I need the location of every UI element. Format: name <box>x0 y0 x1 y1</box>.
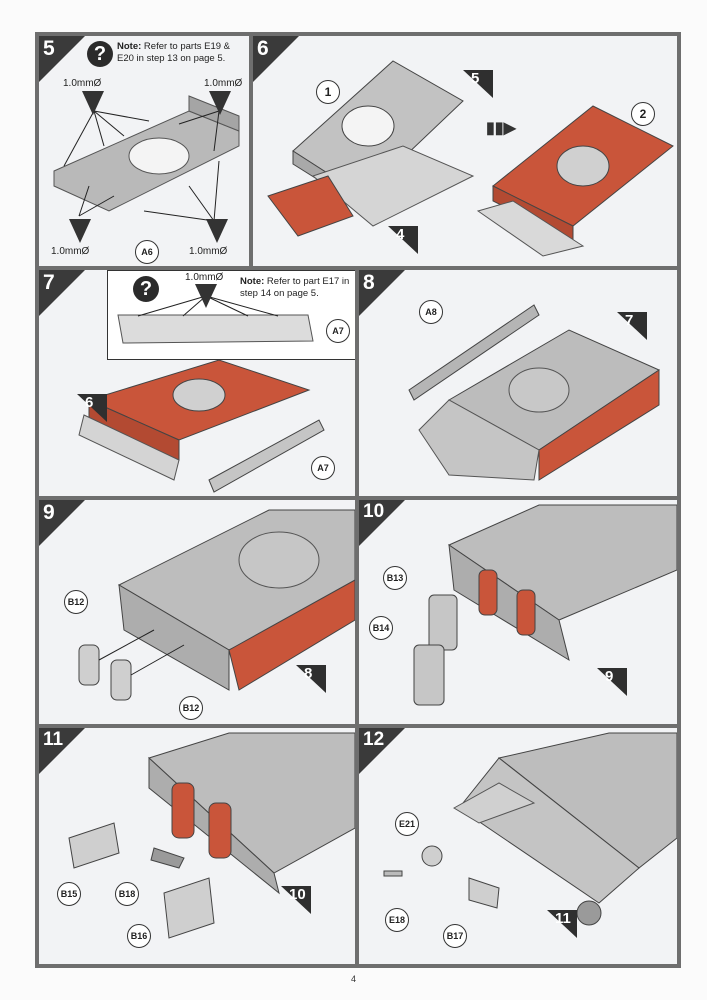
part-callout: A8 <box>419 300 443 324</box>
drill-icon <box>209 91 231 115</box>
ref-step-marker: 6 <box>77 394 107 422</box>
step-note: Note: Refer to parts E19 & E20 in step 1… <box>117 41 230 64</box>
hull-assembly-drawing <box>267 60 674 257</box>
step-badge <box>39 728 85 774</box>
part-callout: A7 <box>326 319 350 343</box>
hull-exhaust-drawing <box>413 504 677 706</box>
step-9-panel: 9 B12 B12 8 <box>39 500 355 724</box>
step-badge <box>253 36 299 82</box>
step-badge <box>359 270 405 316</box>
ref-step-marker: 4 <box>388 226 418 254</box>
part-callout: B14 <box>369 616 393 640</box>
step-number: 11 <box>43 729 64 750</box>
step-badge <box>39 500 85 546</box>
detail-inset: ? 1.0mmØ Note: Refer to part E17 in step… <box>107 270 355 360</box>
ref-step-marker: 7 <box>617 312 647 340</box>
part-callout: B13 <box>383 566 407 590</box>
part-callout: B18 <box>115 882 139 906</box>
step-badge <box>359 728 405 774</box>
drill-icon <box>206 219 228 243</box>
step-5-panel: 5 ? Note: Refer to parts E19 & E20 in st… <box>39 36 249 266</box>
step-number: 8 <box>363 271 375 294</box>
drill-icon <box>82 91 104 115</box>
drill-icon <box>69 219 91 243</box>
sub-step-callout: 1 <box>316 80 340 104</box>
next-arrow-icon: ▮▮▶ <box>486 120 516 137</box>
hull-rear-drawing <box>78 509 355 701</box>
sub-step-callout: 2 <box>631 102 655 126</box>
drill-size-label: 1.0mmØ <box>51 246 90 257</box>
ref-step-marker: 9 <box>597 668 627 696</box>
part-callout: A7 <box>311 456 335 480</box>
step-number: 10 <box>363 501 385 522</box>
drill-size-label: 1.0mmØ <box>185 272 224 283</box>
side-plate-drawing <box>117 295 314 344</box>
step-number: 9 <box>43 501 55 524</box>
step-badge <box>39 36 85 82</box>
hull-side-drawing <box>78 359 325 493</box>
part-callout: B17 <box>443 924 467 948</box>
drill-size-label: 1.0mmØ <box>204 78 243 89</box>
step-11-panel: 11 B15 B18 B16 10 <box>39 728 355 964</box>
question-icon: ? <box>133 276 159 302</box>
part-callout: B12 <box>64 590 88 614</box>
part-callout: E21 <box>395 812 419 836</box>
ref-step-marker: 5 <box>463 70 493 98</box>
step-7-panel: 7 ? 1.0mmØ Note: Refer to part E17 in st… <box>39 270 355 496</box>
hull-rear-plates-drawing <box>68 732 355 939</box>
drill-size-label: 1.0mmØ <box>63 78 102 89</box>
part-callout: B15 <box>57 882 81 906</box>
step-6-panel: 6 1 2 5 4 ▮▮▶ <box>253 36 677 266</box>
step-badge <box>39 270 85 316</box>
part-callout: A6 <box>135 240 159 264</box>
part-callout: B16 <box>127 924 151 948</box>
hull-rear-hatch-drawing <box>383 732 677 926</box>
step-10-panel: 10 B13 B14 9 <box>359 500 677 724</box>
question-icon: ? <box>87 41 113 67</box>
drill-size-label: 1.0mmØ <box>189 246 228 257</box>
ref-step-marker: 11 <box>547 910 577 938</box>
ref-step-marker: 10 <box>281 886 311 914</box>
part-callout: B12 <box>179 696 203 720</box>
drill-icon <box>195 284 217 308</box>
page-number: 4 <box>351 974 357 984</box>
ref-step-marker: 8 <box>296 665 326 693</box>
step-note: Note: Refer to part E17 in step 14 on pa… <box>240 276 350 299</box>
step-number: 5 <box>43 37 55 60</box>
step-8-panel: 8 A8 7 <box>359 270 677 496</box>
step-number: 6 <box>257 37 269 60</box>
hull-top-drawing <box>408 304 661 481</box>
instruction-sheet: 5 ? Note: Refer to parts E19 & E20 in st… <box>35 32 681 968</box>
step-number: 12 <box>363 729 385 750</box>
step-number: 7 <box>43 271 55 294</box>
step-12-panel: 12 E21 E18 B17 11 <box>359 728 677 964</box>
step-badge <box>359 500 405 546</box>
part-callout: E18 <box>385 908 409 932</box>
